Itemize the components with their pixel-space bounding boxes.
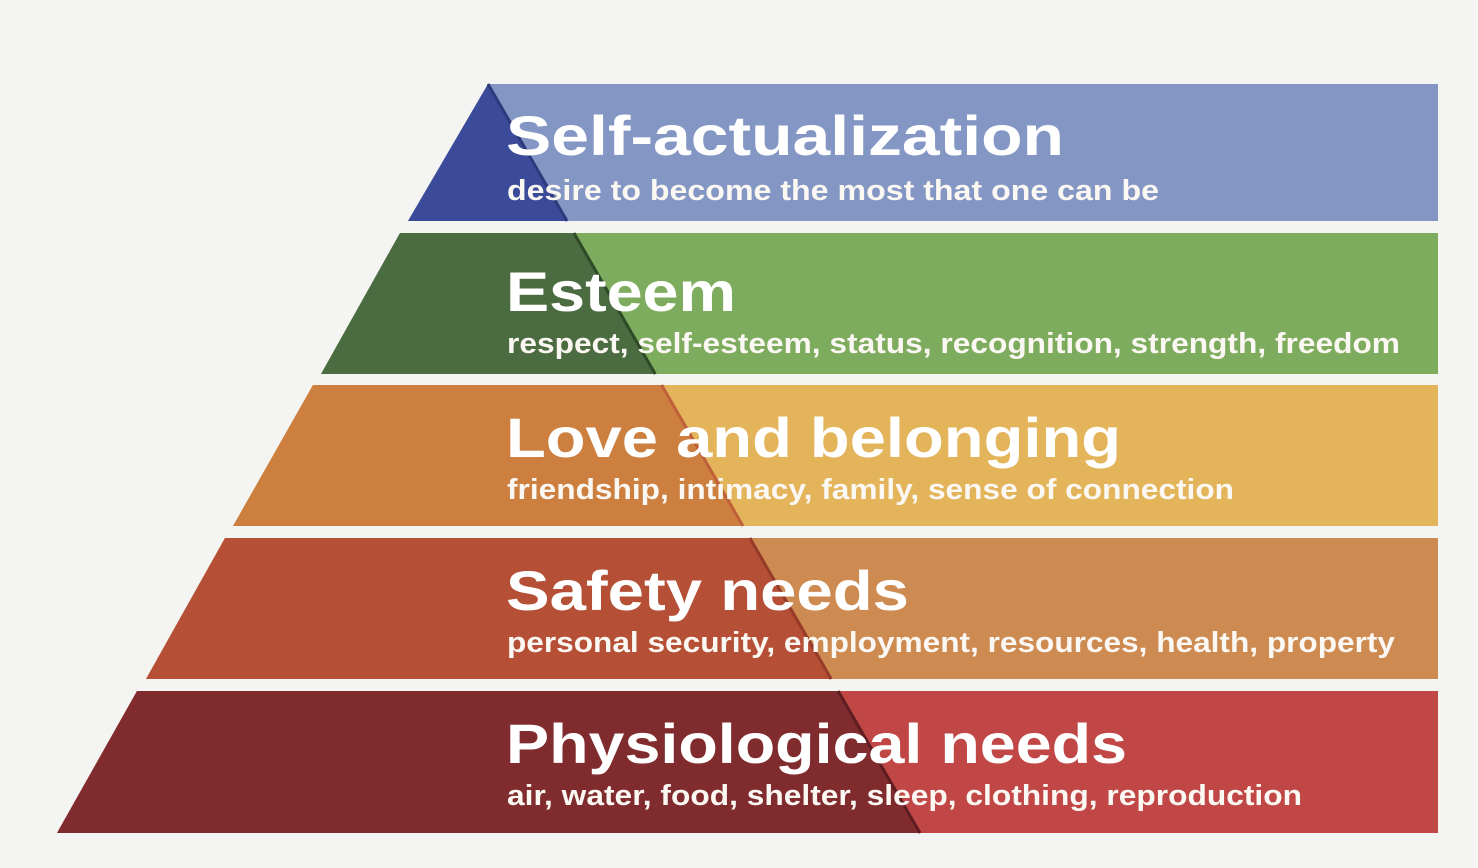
tier-title: Esteem (506, 260, 736, 323)
tier-split-edge (836, 690, 922, 834)
tier-subtitle: personal security, employment, resources… (507, 627, 1395, 659)
tier-title: Love and belonging (506, 406, 1121, 469)
tier-dark-section (146, 538, 832, 679)
tier-dark-section (408, 84, 568, 221)
tier-title: Physiological needs (506, 712, 1127, 775)
tier-split-edge (748, 537, 833, 680)
tier-split-edge (486, 83, 569, 222)
tier-dark-section (321, 233, 656, 374)
tier-split-edge (572, 232, 657, 375)
tier-physiological-needs: Physiological needs air, water, food, she… (57, 690, 1438, 834)
tier-subtitle: friendship, intimacy, family, sense of c… (507, 474, 1234, 506)
tier-dark-section (57, 691, 920, 833)
tier-esteem: Esteem respect, self-esteem, status, reco… (321, 232, 1438, 375)
tier-title: Self-actualization (506, 104, 1064, 167)
tier-self-actualization: Self-actualization desire to become the m… (408, 83, 1438, 222)
tier-title: Safety needs (506, 559, 909, 622)
tier-dark-section (233, 385, 743, 526)
tier-subtitle: air, water, food, shelter, sleep, clothi… (507, 780, 1302, 812)
tier-band (408, 84, 1438, 221)
tier-subtitle: desire to become the most that one can b… (507, 175, 1159, 207)
tier-split-edge (660, 384, 745, 527)
tier-love-and-belonging: Love and belonging friendship, intimacy, … (233, 384, 1438, 527)
tier-safety-needs: Safety needs personal security, employmen… (146, 537, 1438, 680)
tier-subtitle: respect, self-esteem, status, recognitio… (507, 328, 1400, 360)
